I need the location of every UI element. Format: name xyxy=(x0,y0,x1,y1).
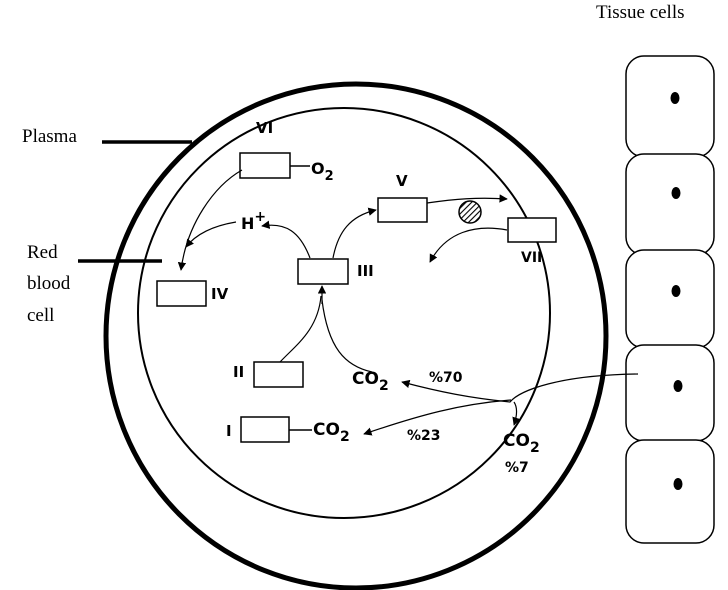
percent-70: %70 xyxy=(429,370,463,386)
arrow-vii-into-cell xyxy=(429,227,508,263)
arrow-ii-to-iii xyxy=(279,295,322,363)
arrow-v-to-vii xyxy=(426,194,508,204)
arrow-iii-to-v xyxy=(332,207,377,259)
co2-label-cell: CO2 xyxy=(352,369,389,394)
box-iv xyxy=(156,280,207,307)
box-vii xyxy=(507,217,557,243)
tissue-cell-nucleus xyxy=(671,187,681,199)
tissue-cell-nucleus xyxy=(670,92,680,104)
tissue-cell-nucleus xyxy=(673,380,683,392)
box-iii xyxy=(297,258,349,285)
arrow-co2-23 xyxy=(363,399,512,436)
tissue-cell xyxy=(625,344,715,442)
arrow-co2-7 xyxy=(512,401,521,426)
label-vi: VI xyxy=(256,119,273,137)
co2-label-plasma: CO2 xyxy=(503,431,540,456)
tissue-cell xyxy=(625,153,715,256)
box-v xyxy=(377,197,428,223)
arrow-co2-to-iii xyxy=(321,299,373,373)
red-blood-cell-label-line2: blood xyxy=(27,273,71,294)
arrow-vi-to-iv xyxy=(177,169,243,271)
box-vi xyxy=(239,152,291,179)
co2-label-i: CO2 xyxy=(313,420,350,445)
red-blood-cell-label-line3: cell xyxy=(27,305,55,326)
tissue-cell-nucleus xyxy=(671,285,681,297)
tissue-cell xyxy=(625,55,715,158)
tissue-cell xyxy=(625,439,715,544)
arrow-tissue-co2-70 xyxy=(401,373,639,403)
label-iv: IV xyxy=(211,285,229,303)
tissue-cell xyxy=(625,249,715,349)
membrane-transporter xyxy=(458,200,482,224)
tissue-cells xyxy=(625,55,715,544)
red-blood-cell-label-line1: Red xyxy=(27,242,58,263)
tissue-cells-label: Tissue cells xyxy=(596,2,685,23)
tissue-cell-nucleus xyxy=(673,478,683,490)
h-plus-label: H+ xyxy=(241,209,266,233)
label-vii: VII xyxy=(521,250,542,266)
arrow-h-to-iv xyxy=(185,221,237,248)
percent-7: %7 xyxy=(505,460,529,476)
plasma-label: Plasma xyxy=(22,126,77,147)
label-v: V xyxy=(396,172,408,190)
box-ii xyxy=(253,361,304,388)
arrow-iii-to-h xyxy=(261,220,311,259)
red-blood-cell-membrane xyxy=(137,107,551,519)
plasma-boundary xyxy=(103,81,609,590)
label-i: I xyxy=(226,422,232,440)
box-i xyxy=(240,416,290,443)
percent-23: %23 xyxy=(407,428,441,444)
label-iii: III xyxy=(357,262,374,280)
label-ii: II xyxy=(233,363,244,381)
o2-label: O2 xyxy=(311,159,334,184)
